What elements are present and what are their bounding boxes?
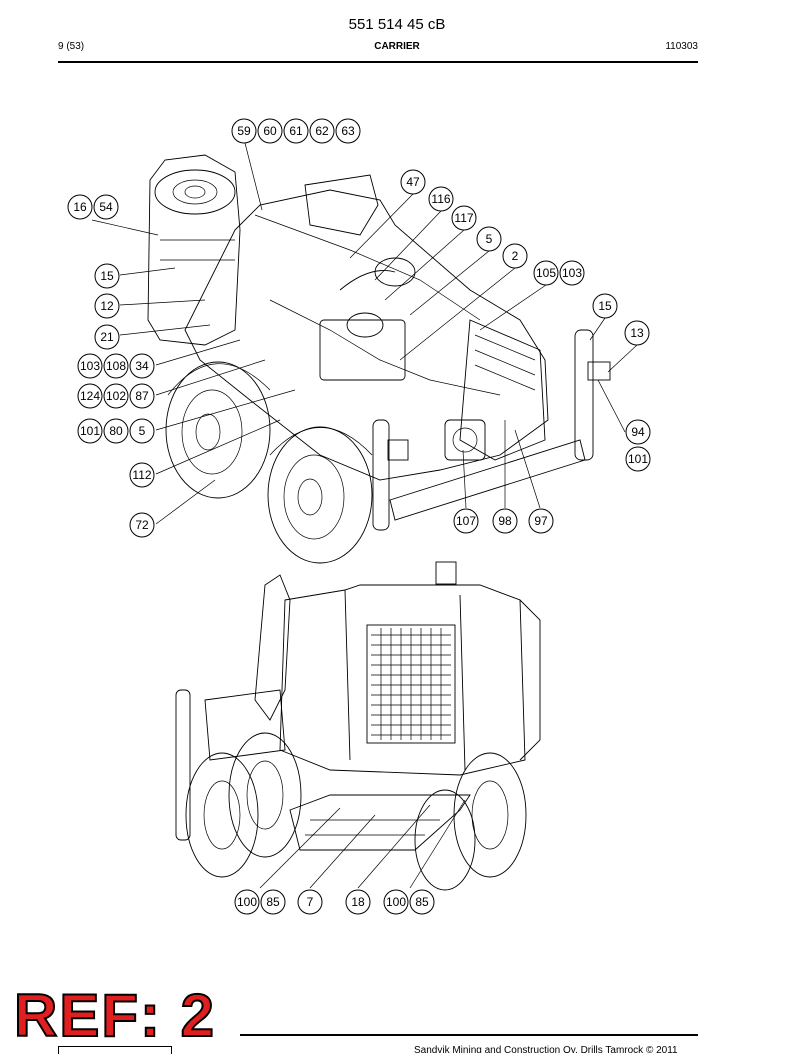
company-logo — [58, 1046, 172, 1054]
svg-text:59: 59 — [237, 124, 251, 138]
footer-copyright: Sandvik Mining and Construction Oy, Dril… — [414, 1045, 678, 1053]
svg-text:87: 87 — [135, 389, 149, 403]
callout-97: 97 — [528, 508, 554, 534]
callout-105: 105 — [533, 260, 559, 286]
callout-5: 5 — [476, 226, 502, 252]
callout-108: 108 — [103, 353, 129, 379]
svg-text:80: 80 — [109, 424, 123, 438]
reference-stamp: REF: 2 — [13, 982, 217, 1049]
callouts-rear-view: 100 85 7 18 100 85 — [234, 889, 435, 915]
svg-text:85: 85 — [266, 895, 280, 909]
carrier-rear-view-illustration — [175, 561, 541, 891]
callout-21: 21 — [94, 324, 120, 350]
callout-61: 61 — [283, 118, 309, 144]
callout-7: 7 — [297, 889, 323, 915]
callout-116: 116 — [428, 186, 454, 212]
svg-text:116: 116 — [431, 192, 450, 206]
callout-80: 80 — [103, 418, 129, 444]
svg-text:101: 101 — [628, 452, 648, 466]
leader-lines — [91, 142, 638, 889]
svg-text:13: 13 — [630, 326, 644, 340]
callout-62: 62 — [309, 118, 335, 144]
callout-60: 60 — [257, 118, 283, 144]
svg-text:61: 61 — [289, 124, 303, 138]
svg-text:34: 34 — [135, 359, 149, 373]
svg-text:107: 107 — [456, 514, 476, 528]
svg-text:98: 98 — [498, 514, 512, 528]
callout-107: 107 — [453, 508, 479, 534]
svg-text:12: 12 — [100, 299, 114, 313]
callout-15: 15 — [592, 293, 618, 319]
svg-text:85: 85 — [415, 895, 429, 909]
callout-59: 59 — [231, 118, 257, 144]
callout-85: 85 — [260, 889, 286, 915]
page-indicator: 9 (53) — [58, 41, 85, 52]
svg-text:18: 18 — [351, 895, 365, 909]
callout-72: 72 — [129, 512, 155, 538]
svg-text:5: 5 — [139, 424, 146, 438]
svg-text:94: 94 — [631, 425, 645, 439]
callout-5: 5 — [129, 418, 155, 444]
callout-124: 124 — [77, 383, 103, 409]
callout-87: 87 — [129, 383, 155, 409]
callout-13: 13 — [624, 320, 650, 346]
callout-34: 34 — [129, 353, 155, 379]
callout-98: 98 — [492, 508, 518, 534]
callout-15: 15 — [94, 263, 120, 289]
callout-117: 117 — [451, 205, 477, 231]
svg-text:103: 103 — [80, 359, 100, 373]
callout-103: 103 — [559, 260, 585, 286]
callout-18: 18 — [345, 889, 371, 915]
section-title: CARRIER — [374, 41, 420, 52]
callout-101: 101 — [625, 446, 651, 472]
callout-47: 47 — [400, 169, 426, 195]
svg-text:15: 15 — [598, 299, 612, 313]
callout-102: 102 — [103, 383, 129, 409]
footer-divider — [240, 1034, 698, 1036]
svg-text:100: 100 — [237, 895, 257, 909]
callout-101: 101 — [77, 418, 103, 444]
svg-text:103: 103 — [562, 266, 582, 280]
svg-text:117: 117 — [454, 211, 473, 225]
svg-text:72: 72 — [135, 518, 149, 532]
svg-text:108: 108 — [106, 359, 126, 373]
svg-text:102: 102 — [106, 389, 126, 403]
svg-text:15: 15 — [100, 269, 114, 283]
svg-text:16: 16 — [73, 200, 87, 214]
callout-100: 100 — [234, 889, 260, 915]
svg-text:63: 63 — [341, 124, 355, 138]
callout-100: 100 — [383, 889, 409, 915]
document-number: 551 514 45 cB — [348, 16, 446, 33]
svg-text:112: 112 — [132, 468, 151, 482]
svg-text:5: 5 — [486, 232, 493, 246]
callout-85: 85 — [409, 889, 435, 915]
callout-112: 112 — [129, 462, 155, 488]
callout-94: 94 — [625, 419, 651, 445]
svg-text:7: 7 — [307, 895, 314, 909]
svg-text:60: 60 — [263, 124, 277, 138]
date-code: 110303 — [665, 41, 698, 52]
svg-text:54: 54 — [99, 200, 113, 214]
callouts-top-view: 59 60 61 62 63 47 116 117 5 2 105 103 15… — [67, 118, 651, 538]
svg-text:124: 124 — [80, 389, 100, 403]
callout-54: 54 — [93, 194, 119, 220]
carrier-top-view-illustration — [147, 154, 611, 564]
callout-63: 63 — [335, 118, 361, 144]
svg-text:62: 62 — [315, 124, 329, 138]
header-divider — [58, 61, 698, 63]
svg-text:21: 21 — [100, 330, 114, 344]
callout-12: 12 — [94, 293, 120, 319]
svg-text:105: 105 — [536, 266, 556, 280]
callout-103: 103 — [77, 353, 103, 379]
callout-16: 16 — [67, 194, 93, 220]
svg-text:100: 100 — [386, 895, 406, 909]
svg-text:97: 97 — [534, 514, 548, 528]
callout-2: 2 — [502, 243, 528, 269]
svg-text:2: 2 — [512, 249, 519, 263]
svg-text:47: 47 — [406, 175, 420, 189]
svg-text:101: 101 — [80, 424, 100, 438]
